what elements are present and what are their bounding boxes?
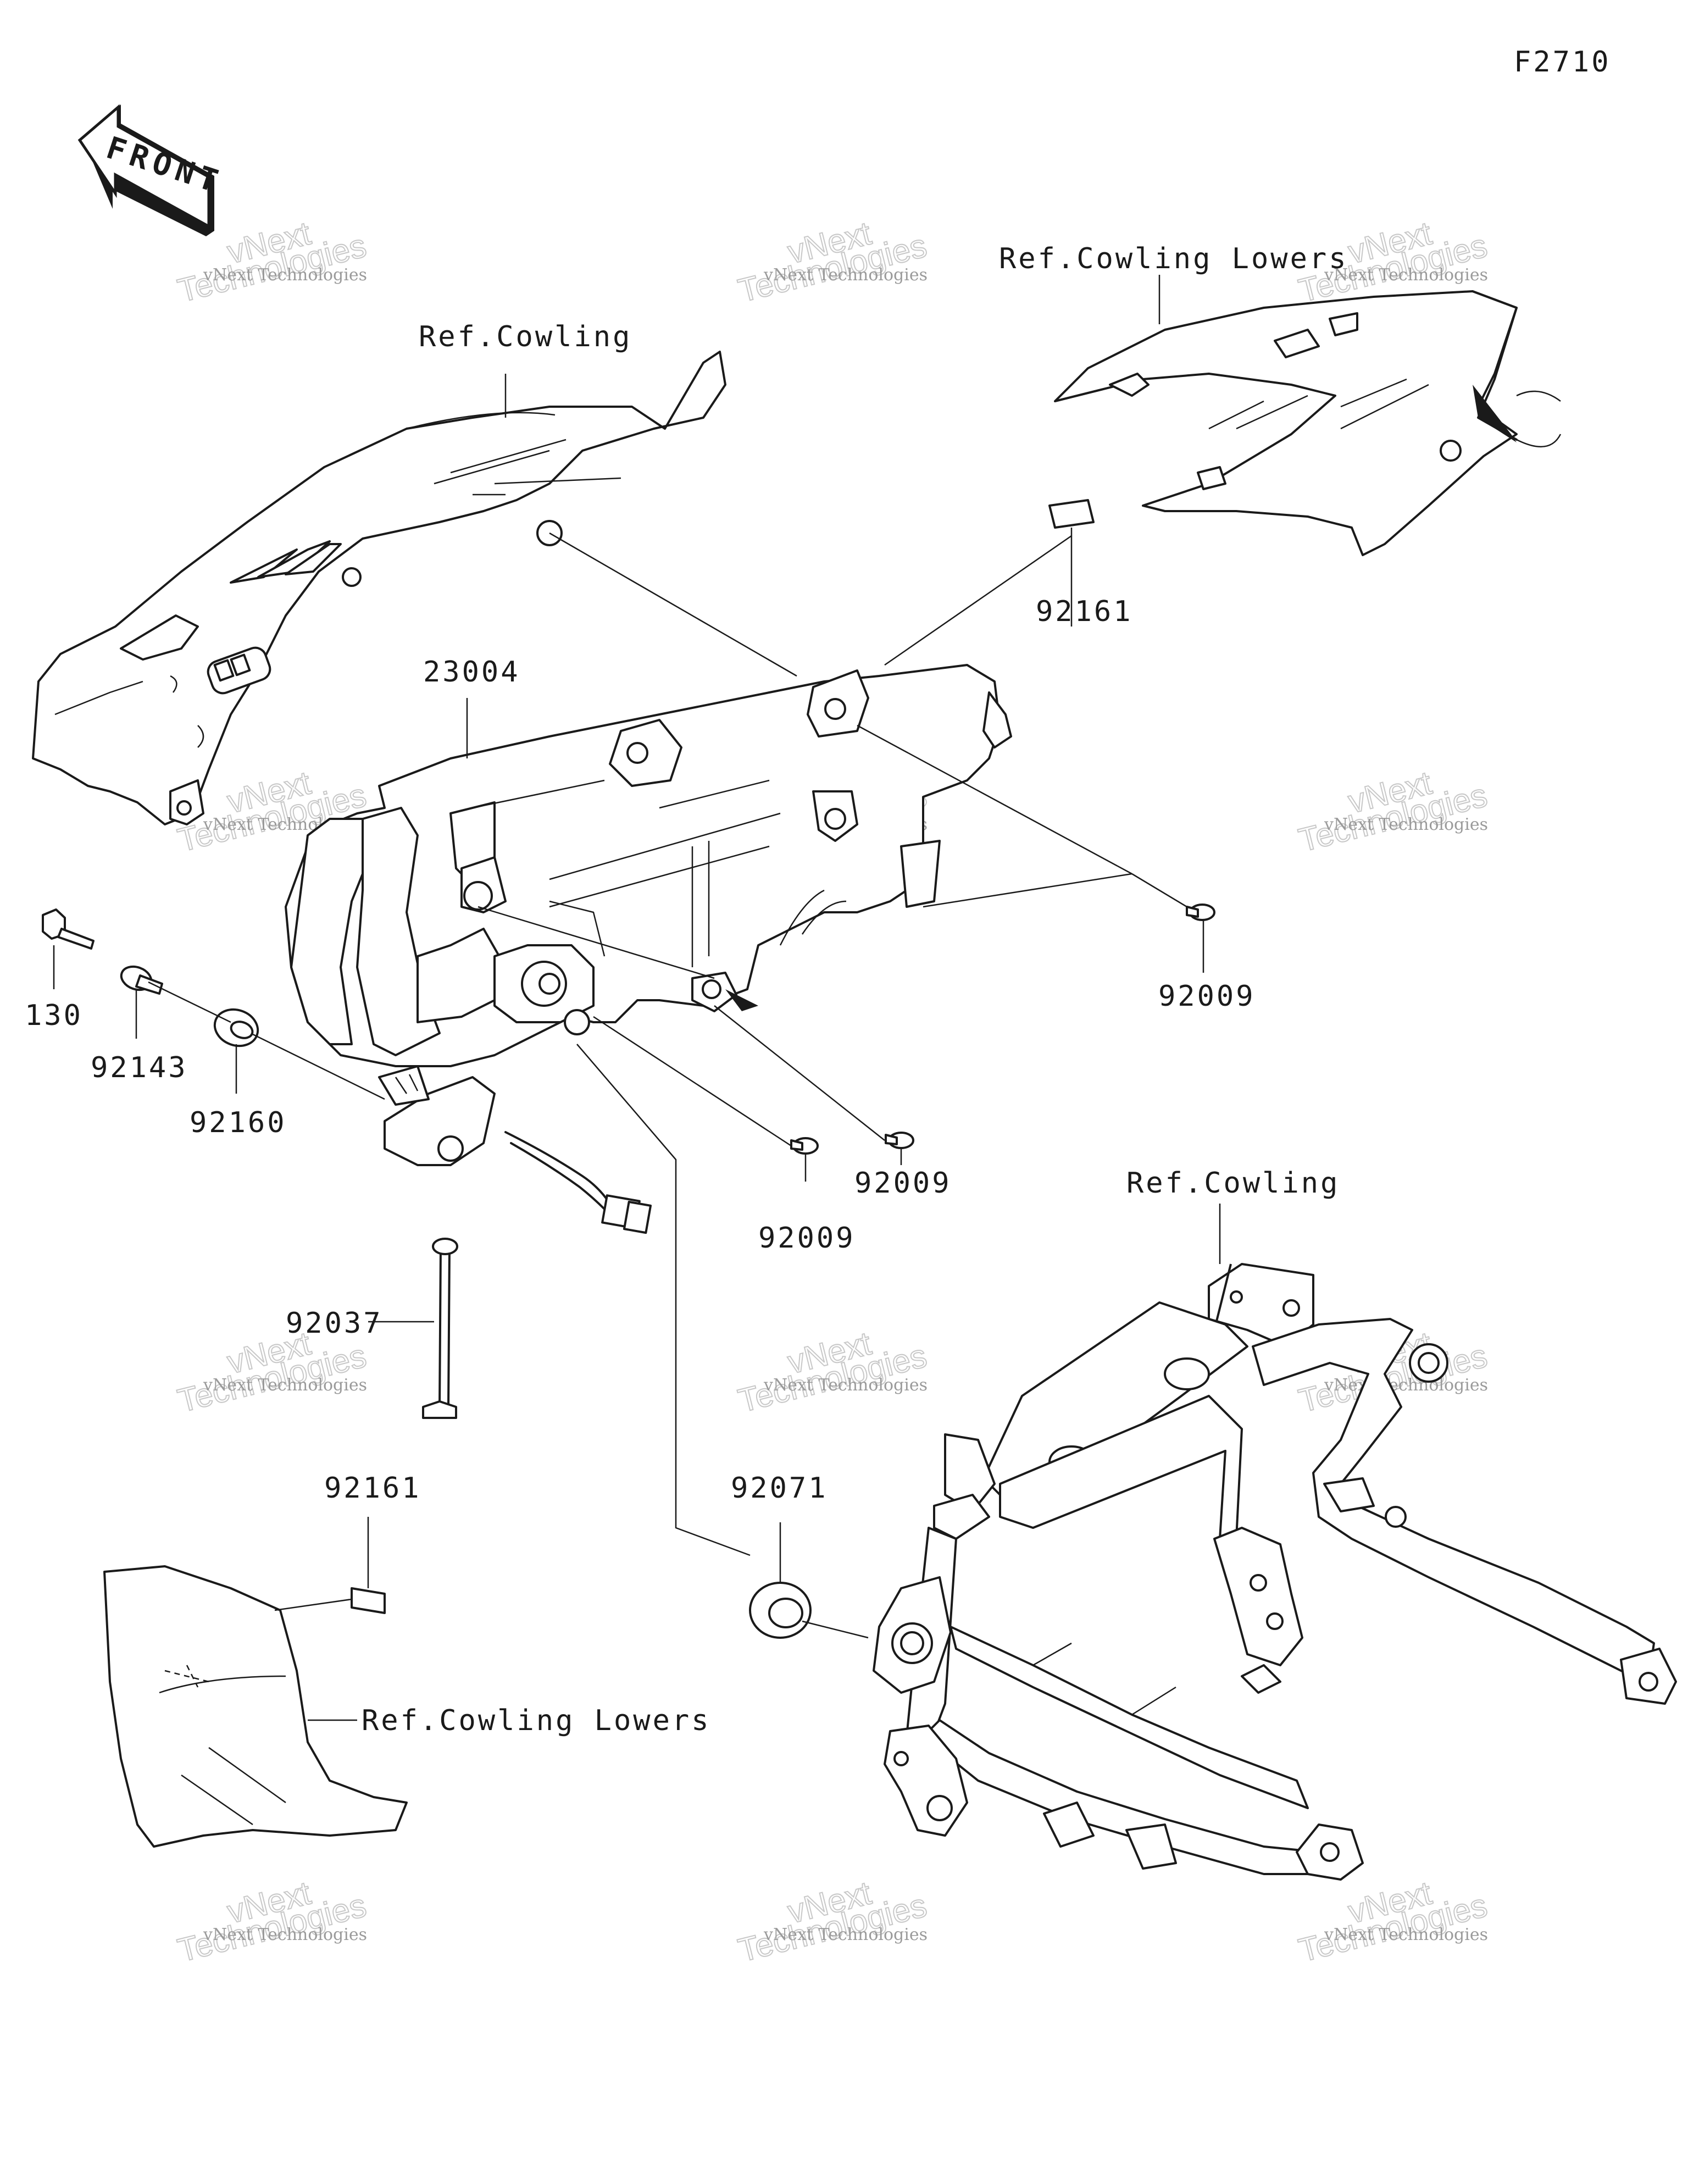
diagram-code: F2710 [1514,46,1611,79]
ref-cowling-lowers-top-label: Ref.Cowling Lowers [999,242,1348,275]
headlight-assembly [285,664,1012,1234]
labels: Ref.Cowling Ref.Cowling Lowers 92161 230… [25,242,1348,1737]
watermark: Technologies vNext vNext Technologies [734,1324,931,1420]
svg-text:vNext Technologies: vNext Technologies [1324,265,1488,285]
svg-text:vNext Technologies: vNext Technologies [203,1376,367,1395]
grommet-92161-upper [1048,499,1095,529]
svg-text:vNext Technologies: vNext Technologies [1324,1925,1488,1944]
part-92009-mid-label: 92009 [854,1167,952,1200]
band-92037 [422,1238,458,1419]
part-92009-right-label: 92009 [1158,980,1256,1013]
part-92160-label: 92160 [190,1106,287,1139]
cowling-stay-frame [873,1263,1677,1881]
screw-92009-low [790,1137,819,1155]
part-92143-label: 92143 [91,1051,188,1084]
svg-text:vNext Technologies: vNext Technologies [763,1925,928,1944]
damper-92160 [213,1008,259,1047]
svg-text:vNext Technologies: vNext Technologies [763,265,928,285]
watermark: Technologies vNext vNext Technologies [734,1873,931,1969]
leader-lines [53,275,1221,1721]
upper-cowling [32,351,726,825]
part-92037-label: 92037 [286,1307,383,1340]
svg-text:vNext Technologies: vNext Technologies [203,1925,367,1944]
grommet-92161-lower [351,1587,386,1614]
part-92161-lower-label: 92161 [324,1472,421,1505]
part-92071-label: 92071 [731,1472,828,1505]
part-92009-low-label: 92009 [758,1222,856,1255]
svg-text:vNext Technologies: vNext Technologies [1324,815,1488,834]
watermark: Technologies vNext vNext Technologies [1295,763,1491,859]
cowling-lowers-upper [1054,290,1562,556]
screw-92009-right [1186,903,1215,921]
watermark: Technologies vNext vNext Technologies [174,1873,370,1969]
bolt-130 [42,908,95,950]
svg-text:vNext Technologies: vNext Technologies [203,265,367,285]
ref-cowling-top-label: Ref.Cowling [419,320,632,353]
svg-text:vNext Technologies: vNext Technologies [763,1376,928,1395]
part-130-label: 130 [25,999,83,1032]
cowling-lowers-lower [103,1565,408,1848]
ref-cowling-lowers-bottom-label: Ref.Cowling Lowers [362,1704,711,1737]
ref-cowling-frame-label: Ref.Cowling [1126,1167,1340,1200]
part-23004-label: 23004 [423,656,520,689]
watermark: Technologies vNext vNext Technologies [734,214,931,309]
front-arrow-icon: FRONT [77,104,227,236]
collar-92143 [120,965,163,995]
watermark: Technologies vNext vNext Technologies [1295,1873,1491,1969]
svg-text:vNext Technologies: vNext Technologies [1324,1376,1488,1395]
screw-92009-mid [885,1132,914,1149]
part-92161-upper-label: 92161 [1036,595,1133,628]
grommet-92071 [749,1582,812,1639]
